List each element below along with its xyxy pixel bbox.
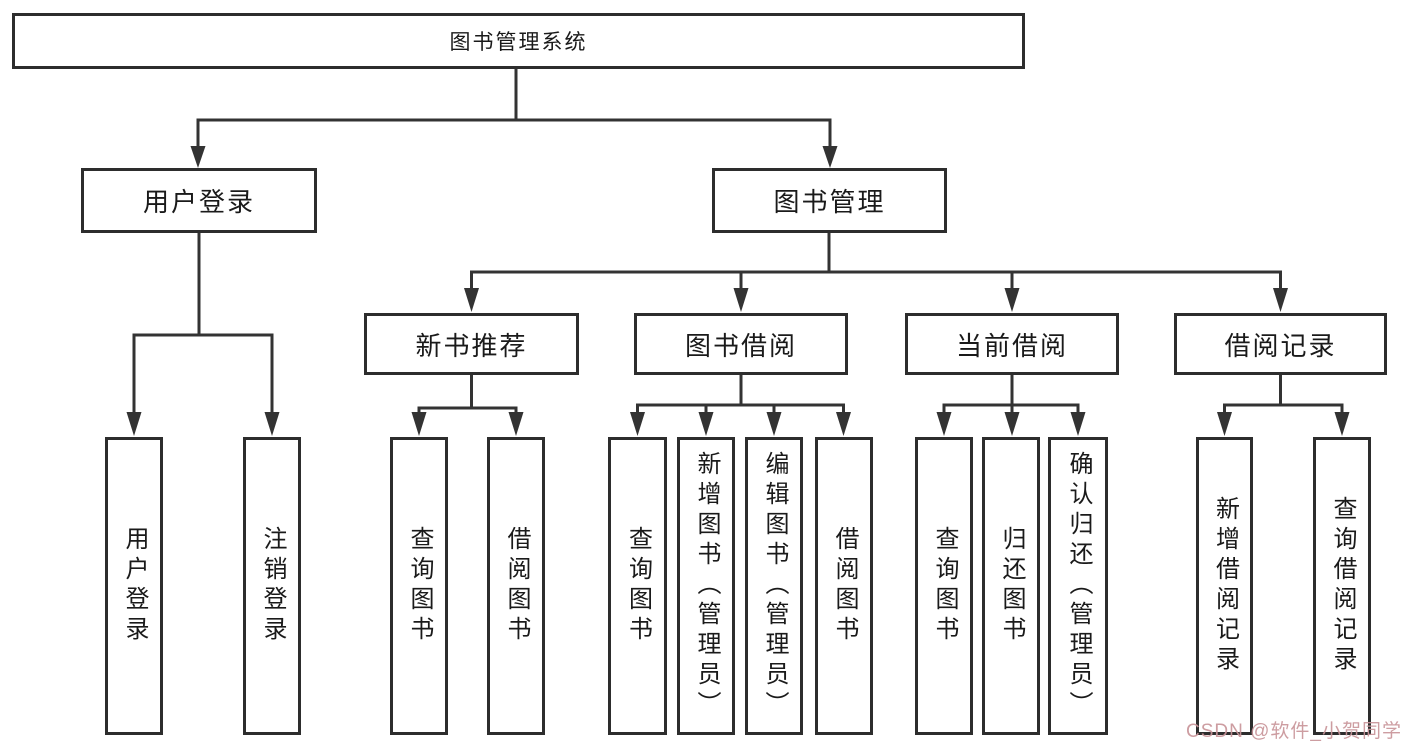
leaf-current-confirm-return-admin: 确认归还（管理员） (1048, 437, 1108, 735)
connector-user-login-to-leaves (126, 232, 280, 436)
node-book-management: 图书管理 (712, 168, 947, 233)
connector-book-mgmt-to-level2 (464, 232, 1288, 312)
leaf-logout-label: 注销登录 (259, 526, 286, 646)
node-root: 图书管理系统 (12, 13, 1025, 69)
leaf-records-add-record: 新增借阅记录 (1196, 437, 1253, 735)
leaf-borrow-add-books-admin: 新增图书（管理员） (677, 437, 735, 735)
leaf-newbook-borrow-books-label: 借阅图书 (503, 526, 530, 646)
node-current-borrow: 当前借阅 (905, 313, 1119, 375)
leaf-newbook-query-books: 查询图书 (390, 437, 448, 735)
connector-borrow-to-leaves (630, 375, 851, 436)
leaf-borrow-query-books: 查询图书 (608, 437, 667, 735)
leaf-current-query-books: 查询图书 (915, 437, 973, 735)
leaf-borrow-query-books-label: 查询图书 (624, 526, 652, 646)
node-book-management-label: 图书管理 (773, 187, 886, 217)
leaf-newbook-borrow-books: 借阅图书 (487, 437, 545, 735)
leaf-borrow-edit-books-admin: 编辑图书（管理员） (745, 437, 803, 735)
connector-records-to-leaves (1217, 375, 1350, 436)
leaf-user-login: 用户登录 (105, 437, 163, 735)
node-new-book-recommend-label: 新书推荐 (415, 330, 528, 361)
connector-newbook-to-leaves (411, 375, 524, 436)
node-user-login-label: 用户登录 (142, 187, 255, 217)
leaf-borrow-edit-books-admin-label: 编辑图书（管理员） (761, 451, 788, 721)
leaf-records-add-record-label: 新增借阅记录 (1211, 496, 1239, 676)
leaf-user-login-label: 用户登录 (121, 526, 148, 646)
leaf-current-confirm-return-admin-label: 确认归还（管理员） (1065, 451, 1092, 721)
leaf-newbook-query-books-label: 查询图书 (406, 526, 433, 646)
leaf-records-query-record-label: 查询借阅记录 (1329, 496, 1356, 676)
leaf-records-query-record: 查询借阅记录 (1313, 437, 1371, 735)
leaf-borrow-borrow-books: 借阅图书 (815, 437, 873, 735)
connector-current-to-leaves (936, 375, 1086, 436)
node-user-login: 用户登录 (81, 168, 317, 233)
leaf-logout: 注销登录 (243, 437, 301, 735)
node-borrow-records: 借阅记录 (1174, 313, 1387, 375)
node-current-borrow-label: 当前借阅 (955, 330, 1068, 361)
node-book-borrow-label: 图书借阅 (684, 330, 797, 361)
csdn-watermark: CSDN @软件_小贺同学 (1186, 721, 1402, 742)
node-borrow-records-label: 借阅记录 (1224, 330, 1337, 361)
leaf-borrow-add-books-admin-label: 新增图书（管理员） (693, 451, 720, 721)
leaf-current-query-books-label: 查询图书 (931, 526, 958, 646)
node-new-book-recommend: 新书推荐 (364, 313, 579, 375)
leaf-borrow-borrow-books-label: 借阅图书 (831, 526, 858, 646)
leaf-current-return-books: 归还图书 (982, 437, 1040, 735)
connector-root-to-level1 (190, 69, 838, 168)
node-book-borrow: 图书借阅 (634, 313, 848, 375)
leaf-current-return-books-label: 归还图书 (998, 526, 1025, 646)
node-root-label: 图书管理系统 (449, 31, 588, 54)
